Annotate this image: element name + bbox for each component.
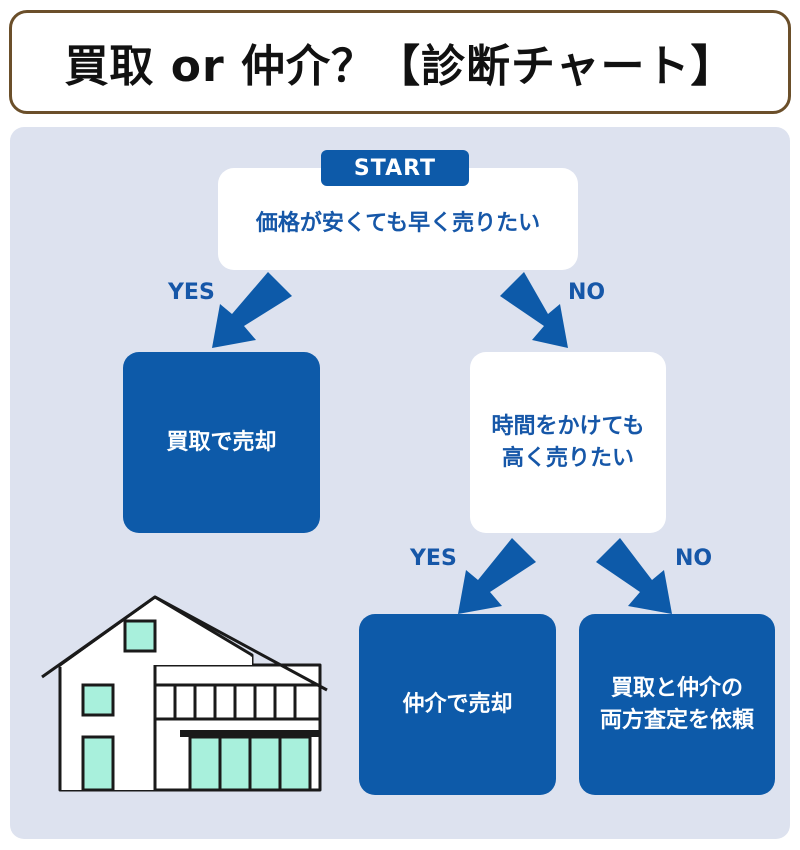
house-icon [41,595,328,792]
result-both-line-1: 買取と仲介の [610,675,743,701]
yes-label-2: YES [410,546,457,571]
question-1-text: 価格が安くても早く売りたい [255,211,541,237]
result-broker-text: 仲介で売却 [402,691,513,717]
start-badge: START [321,150,469,186]
no-label-1: NO [568,280,606,305]
question-2-line-2: 高く売りたい [501,445,634,471]
yes-label-1: YES [168,280,215,305]
result-buy-box: 買取で売却 [123,352,320,533]
result-both-line-2: 両方査定を依頼 [599,707,754,733]
result-buy-text: 買取で売却 [166,429,277,455]
page-title: 買取 or 仲介？【診断チャート】 [9,10,791,114]
no-label-2: NO [675,546,713,571]
page-title-text: 買取 or 仲介？【診断チャート】 [64,41,736,92]
question-2-line-1: 時間をかけても [491,413,645,439]
start-label: START [353,155,437,181]
result-both-box: 買取と仲介の 両方査定を依頼 [579,614,775,795]
result-broker-box: 仲介で売却 [359,614,556,795]
question-2-box: 時間をかけても 高く売りたい [470,352,666,533]
